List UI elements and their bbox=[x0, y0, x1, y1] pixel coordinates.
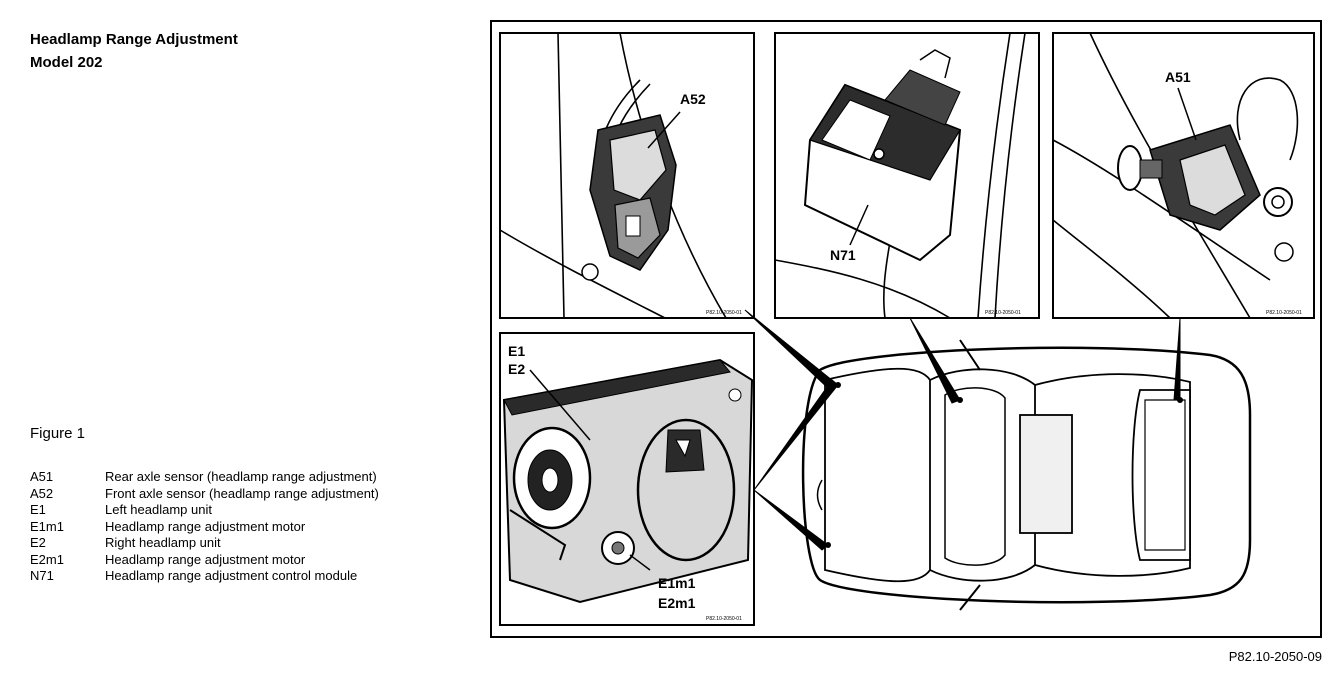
legend-description: Headlamp range adjustment motor bbox=[105, 518, 306, 534]
legend-code: A51 bbox=[30, 469, 54, 484]
vehicle-top-view bbox=[801, 339, 1252, 611]
panel-ref: P82.10-2050-01 bbox=[706, 616, 742, 622]
callout-a51: A51 bbox=[1165, 69, 1191, 85]
legend-item: E2 Right headlamp unit bbox=[30, 535, 379, 552]
legend-item: A51 Rear axle sensor (headlamp range adj… bbox=[30, 469, 379, 486]
legend: A51 Rear axle sensor (headlamp range adj… bbox=[30, 469, 379, 585]
front-axle-sensor-body bbox=[589, 114, 677, 271]
leader-lines bbox=[744, 309, 1181, 551]
legend-description: Left headlamp unit bbox=[105, 502, 212, 517]
panel-headlamp-unit: E1 E2 E1m1 E2m1 P82.10-2050-01 bbox=[499, 332, 755, 626]
legend-description: Headlamp range adjustment control module bbox=[105, 568, 358, 583]
panel-ref: P82.10-2050-01 bbox=[985, 310, 1021, 316]
rear-axle-sensor-body bbox=[1117, 124, 1261, 231]
legend-description: Rear axle sensor (headlamp range adjustm… bbox=[105, 469, 377, 484]
callout-a52: A52 bbox=[680, 91, 706, 107]
title-line-1: Headlamp Range Adjustment bbox=[30, 31, 238, 48]
legend-item: E1m1 Headlamp range adjustment motor bbox=[30, 519, 379, 536]
panel-control-module: N71 P82.10-2050-01 bbox=[774, 32, 1040, 319]
legend-item: N71 Headlamp range adjustment control mo… bbox=[30, 568, 379, 585]
callout-n71: N71 bbox=[830, 247, 856, 263]
legend-code: N71 bbox=[30, 568, 54, 583]
legend-code: E1m1 bbox=[30, 518, 64, 534]
legend-description: Headlamp range adjustment motor bbox=[105, 551, 306, 567]
legend-code: A52 bbox=[30, 485, 54, 501]
control-module-body bbox=[803, 49, 962, 262]
figure-label: Figure 1 bbox=[30, 425, 86, 442]
callout-e2: E2 bbox=[508, 361, 525, 377]
component-location-diagram: A52 P82.10-2050-01 N71 P82.10-2050-01 bbox=[490, 20, 1322, 638]
callout-e1m1: E1m1 bbox=[658, 575, 696, 591]
panel-ref: P82.10-2050-01 bbox=[1266, 310, 1302, 316]
panel-front-axle-sensor: A52 P82.10-2050-01 bbox=[499, 32, 755, 319]
legend-description: Front axle sensor (headlamp range adjust… bbox=[105, 485, 379, 501]
headlamp-housing bbox=[502, 358, 754, 604]
callout-e1: E1 bbox=[508, 343, 525, 359]
legend-item: A52 Front axle sensor (headlamp range ad… bbox=[30, 486, 379, 503]
panel-rear-axle-sensor: A51 P82.10-2050-01 bbox=[1052, 32, 1315, 319]
callout-e2m1: E2m1 bbox=[658, 595, 696, 611]
legend-description: Right headlamp unit bbox=[105, 535, 221, 550]
legend-code: E2m1 bbox=[30, 551, 64, 567]
legend-code: E2 bbox=[30, 535, 46, 550]
figure-reference: P82.10-2050-09 bbox=[1228, 649, 1322, 664]
legend-item: E2m1 Headlamp range adjustment motor bbox=[30, 552, 379, 569]
title-line-2: Model 202 bbox=[30, 54, 103, 71]
panel-ref: P82.10-2050-01 bbox=[706, 310, 742, 316]
legend-item: E1 Left headlamp unit bbox=[30, 502, 379, 519]
page-title: Headlamp Range Adjustment Model 202 bbox=[30, 28, 238, 74]
legend-code: E1 bbox=[30, 502, 46, 517]
